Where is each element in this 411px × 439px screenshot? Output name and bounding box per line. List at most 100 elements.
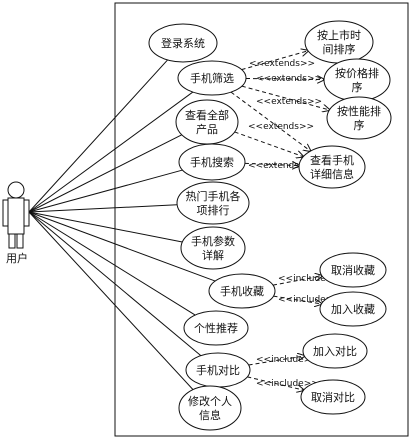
use-cases: 登录系统手机筛选查看全部产品手机搜索热门手机各项排行手机参数详解手机收藏个性推荐…: [148, 20, 392, 431]
use-case-label: 手机筛选: [190, 71, 234, 85]
use-case-label: 查看手机: [310, 153, 354, 167]
use-case-ellipse: [298, 145, 366, 189]
use-case-filter: 手机筛选: [177, 60, 247, 96]
use-case-label: 登录系统: [161, 36, 205, 50]
relation-label: <<extends>>: [256, 74, 322, 84]
association-search: [28, 169, 183, 213]
use-case-login: 登录系统: [148, 23, 218, 63]
use-case-label: 手机参数: [191, 234, 235, 248]
use-case-label: 间排序: [323, 42, 356, 56]
use-case-ellipse: [323, 58, 391, 102]
relations: <<extends>> <<extends>> <<extends>> <<exten…: [230, 51, 341, 390]
relation-label: <<extends>>: [248, 161, 314, 171]
use-case-ellipse: [183, 310, 249, 346]
use-case-label: 热门手机各: [186, 189, 241, 203]
use-case-label: 加入收藏: [331, 302, 375, 316]
use-case-ellipse: [319, 291, 387, 327]
actor-left-arm: [2, 199, 9, 227]
relation-compare-to-cancel-cmp: [247, 376, 303, 390]
associations: [28, 59, 216, 390]
use-case-ellipse: [300, 379, 366, 415]
relation-label: <<extends>>: [256, 97, 322, 107]
use-case-add-fav: 加入收藏: [319, 291, 387, 327]
use-case-add-cmp: 加入对比: [302, 333, 368, 369]
use-case-label: 信息: [199, 408, 221, 422]
association-filter: [28, 91, 194, 213]
system-boundary: [114, 2, 409, 437]
association-favorite: [28, 211, 216, 282]
use-case-recommend: 个性推荐: [183, 310, 249, 346]
use-case-label: 产品: [196, 122, 218, 136]
use-case-ellipse: [319, 252, 387, 288]
use-case-label: 取消对比: [311, 390, 355, 404]
actor-left-leg: [8, 233, 16, 249]
association-params: [28, 211, 183, 243]
relation-label: <<include>>: [278, 274, 341, 284]
use-case-ellipse: [148, 23, 218, 63]
association-recommend: [28, 211, 196, 316]
actor-right-leg: [16, 233, 24, 249]
use-case-label: 详细信息: [310, 167, 354, 181]
use-case-ellipse: [175, 99, 239, 145]
relation-filter-to-sort-perf: [241, 85, 330, 110]
relation-filter-to-sort-time: [241, 51, 309, 71]
use-case-ellipse: [176, 181, 250, 225]
use-case-ellipse: [302, 333, 368, 369]
association-login: [28, 59, 168, 213]
relation-label: <<include>>: [278, 295, 341, 305]
relation-filter-to-detail: [230, 91, 311, 151]
use-case-compare: 手机对比: [185, 352, 251, 388]
use-case-ellipse: [180, 226, 246, 270]
relation-favorite-to-cancel-fav: [272, 276, 322, 286]
relation-search-to-detail: [244, 163, 299, 165]
relation-filter-to-sort-price: [245, 78, 324, 79]
use-case-label: 加入对比: [313, 344, 357, 358]
use-case-label: 序: [352, 80, 363, 94]
relation-label: <<extends>>: [248, 122, 314, 132]
use-case-ellipse: [208, 273, 276, 309]
use-case-cancel-fav: 取消收藏: [319, 252, 387, 288]
use-case-label: 查看全部: [185, 108, 229, 122]
actor-right-arm: [23, 199, 30, 227]
use-case-ellipse: [304, 20, 374, 64]
actor-head: [7, 181, 25, 199]
use-case-label: 手机对比: [196, 363, 240, 377]
use-case-label: 详解: [202, 248, 224, 262]
use-case-ellipse: [326, 96, 392, 140]
relation-view-all-to-detail: [234, 131, 304, 157]
relation-label: <<extends>>: [249, 59, 315, 69]
use-case-ellipse: [178, 385, 242, 431]
relation-label: <<include>>: [256, 355, 319, 365]
association-view-all: [28, 134, 182, 213]
use-case-label: 手机搜索: [190, 155, 234, 169]
use-case-label: 序: [354, 118, 365, 132]
actor-label: 用户: [6, 251, 28, 265]
use-case-ellipse: [177, 60, 247, 96]
relation-favorite-to-add-fav: [273, 295, 321, 304]
use-case-favorite: 手机收藏: [208, 273, 276, 309]
relation-compare-to-add-cmp: [248, 356, 305, 366]
use-case-label: 个性推荐: [194, 321, 238, 335]
use-case-label: 按上市时: [317, 28, 361, 42]
use-case-label: 取消收藏: [331, 263, 375, 277]
use-case-ellipse: [178, 143, 246, 181]
relation-label: <<include>>: [256, 379, 319, 389]
use-case-label: 项排行: [197, 203, 230, 217]
association-compare: [28, 211, 202, 357]
association-edit-info: [28, 211, 194, 390]
use-case-label: 按性能排: [337, 104, 381, 118]
use-case-cancel-cmp: 取消对比: [300, 379, 366, 415]
use-case-label: 修改个人: [188, 394, 232, 408]
use-case-label: 手机收藏: [220, 284, 264, 298]
use-case-label: 按价格排: [335, 66, 379, 80]
